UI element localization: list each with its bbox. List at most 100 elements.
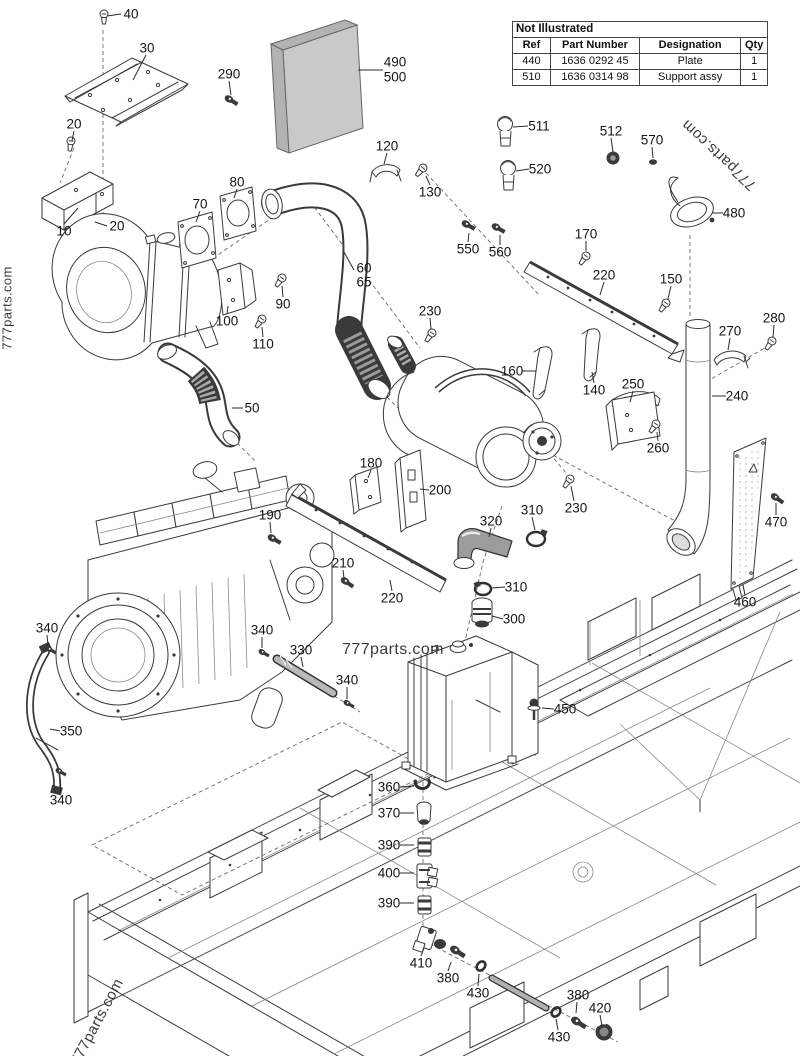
drain-rod xyxy=(488,974,550,1012)
part-callout-320: 320 xyxy=(479,513,503,529)
intake-elbow-60-65 xyxy=(261,182,391,400)
part-callout-110: 110 xyxy=(252,336,274,352)
part-callout-10: 10 xyxy=(56,223,72,239)
screw-230a xyxy=(422,326,439,344)
cell-ref: 510 xyxy=(512,69,551,86)
part-callout-300: 300 xyxy=(502,611,526,627)
part-callout-60: 60 xyxy=(356,260,372,276)
bracket-250 xyxy=(605,391,661,451)
support-bar-upper-220 xyxy=(523,260,685,363)
plug-520 xyxy=(500,160,516,191)
part-callout-390: 390 xyxy=(377,895,401,911)
cap-nut-420 xyxy=(595,1022,613,1041)
part-callout-140: 140 xyxy=(582,382,606,398)
part-callout-200: 200 xyxy=(428,482,452,498)
part-callout-570: 570 xyxy=(640,132,664,148)
cell-designation: Plate xyxy=(638,53,742,70)
clamp-270 xyxy=(713,350,751,369)
col-header-designation: Designation xyxy=(638,37,742,54)
part-callout-220: 220 xyxy=(592,267,616,283)
part-callout-150: 150 xyxy=(659,271,683,287)
part-callout-340: 340 xyxy=(35,620,59,636)
part-callout-70: 70 xyxy=(192,196,208,212)
part-callout-512: 512 xyxy=(599,123,623,139)
outlet-elbow-320 xyxy=(453,528,513,569)
part-callout-350: 350 xyxy=(59,723,83,739)
cell-part-number: 1636 0314 98 xyxy=(549,69,641,86)
col-header-qty: Qty xyxy=(740,37,768,54)
col-header-ref: Ref xyxy=(512,37,551,54)
screw-280 xyxy=(762,334,779,352)
clamp-310-upper xyxy=(525,529,548,548)
plug-511 xyxy=(497,116,513,147)
col-header-part-number: Part Number xyxy=(549,37,641,54)
hose-350 xyxy=(25,641,63,796)
nut-340c xyxy=(340,697,357,711)
cell-qty: 1 xyxy=(740,69,768,86)
callout-leader-lines xyxy=(46,13,777,1031)
screw-170 xyxy=(576,249,593,267)
bracket-100 xyxy=(217,262,257,316)
muffler xyxy=(382,335,562,488)
bolt-450 xyxy=(527,698,541,720)
grommet-430a xyxy=(473,958,489,974)
drain-valve-410 xyxy=(412,926,446,953)
watermark-left: 777parts.com xyxy=(0,266,15,350)
part-callout-240: 240 xyxy=(725,388,749,404)
part-callout-490: 490 xyxy=(383,54,407,70)
part-callout-180: 180 xyxy=(359,455,383,471)
gasket-80 xyxy=(219,186,257,241)
part-callout-420: 420 xyxy=(588,1000,612,1016)
part-callout-90: 90 xyxy=(275,296,291,312)
engine xyxy=(55,461,335,729)
screw-90 xyxy=(272,271,289,289)
part-callout-20: 20 xyxy=(66,116,82,132)
part-callout-290: 290 xyxy=(217,66,241,82)
part-callout-370: 370 xyxy=(377,805,401,821)
bolt-380a xyxy=(448,944,466,960)
part-callout-480: 480 xyxy=(722,205,746,221)
fitting-370 xyxy=(416,801,432,825)
part-callout-130: 130 xyxy=(418,184,442,200)
part-callout-170: 170 xyxy=(574,226,598,242)
gasket-70 xyxy=(177,211,217,269)
bolt-210 xyxy=(337,573,358,592)
mount-300 xyxy=(471,597,493,628)
part-callout-360: 360 xyxy=(377,779,401,795)
nut-512 xyxy=(606,150,620,165)
part-callout-230: 230 xyxy=(564,500,588,516)
bracket-180 xyxy=(349,466,382,515)
part-callout-270: 270 xyxy=(718,323,742,339)
cell-qty: 1 xyxy=(740,53,768,70)
part-callout-460: 460 xyxy=(733,594,757,610)
nut-570 xyxy=(649,159,657,165)
part-callout-430: 430 xyxy=(466,985,490,1001)
bracket-160 xyxy=(532,346,553,400)
guard-panel-460 xyxy=(730,437,767,601)
clip-360 xyxy=(413,778,431,791)
table-row: 440 1636 0292 45 Plate 1 xyxy=(512,53,768,70)
part-callout-550: 550 xyxy=(456,241,480,257)
part-callout-390: 390 xyxy=(377,837,401,853)
part-callout-65: 65 xyxy=(356,274,372,290)
screw-110 xyxy=(252,312,269,330)
part-callout-160: 160 xyxy=(500,363,524,379)
grommet-430b xyxy=(548,1004,564,1020)
valve-400 xyxy=(416,863,439,889)
screw-290 xyxy=(221,91,242,110)
cell-designation: Support assy xyxy=(638,69,742,86)
part-callout-210: 210 xyxy=(331,555,355,571)
part-callout-310: 310 xyxy=(520,502,544,518)
part-callout-520: 520 xyxy=(528,161,552,177)
exhaust-pipe-240 xyxy=(666,319,711,556)
bracket-10 xyxy=(41,171,114,231)
mounting-plate xyxy=(64,57,189,127)
part-callout-340: 340 xyxy=(250,622,274,638)
rain-cap-480 xyxy=(668,176,715,228)
screw-40 xyxy=(99,9,109,25)
part-callout-310: 310 xyxy=(504,579,528,595)
rod-330 xyxy=(272,654,338,698)
screw-230b xyxy=(560,472,577,490)
